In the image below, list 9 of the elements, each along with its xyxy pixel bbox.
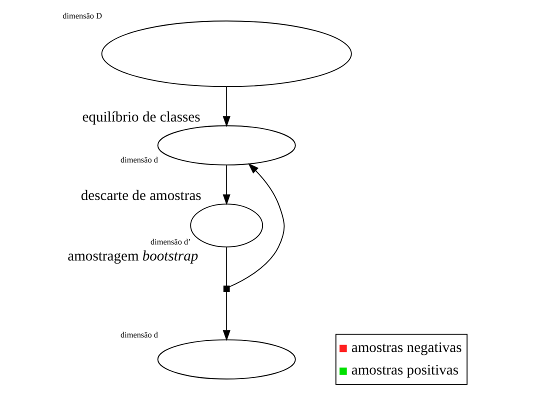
- legend-label: amostras negativas: [351, 340, 462, 356]
- node-label: dimensão D: [62, 11, 102, 20]
- legend-label: amostras positivas: [351, 362, 459, 379]
- node-label: dimensão d: [120, 155, 158, 164]
- node-label: dimensão d’: [150, 237, 191, 246]
- edge-label: descarte de amostras: [80, 188, 202, 204]
- node-label: dimensão d: [120, 330, 158, 340]
- edge-label: amostragem bootstrap: [68, 248, 198, 265]
- edge-label: equilíbrio de classes: [82, 110, 200, 126]
